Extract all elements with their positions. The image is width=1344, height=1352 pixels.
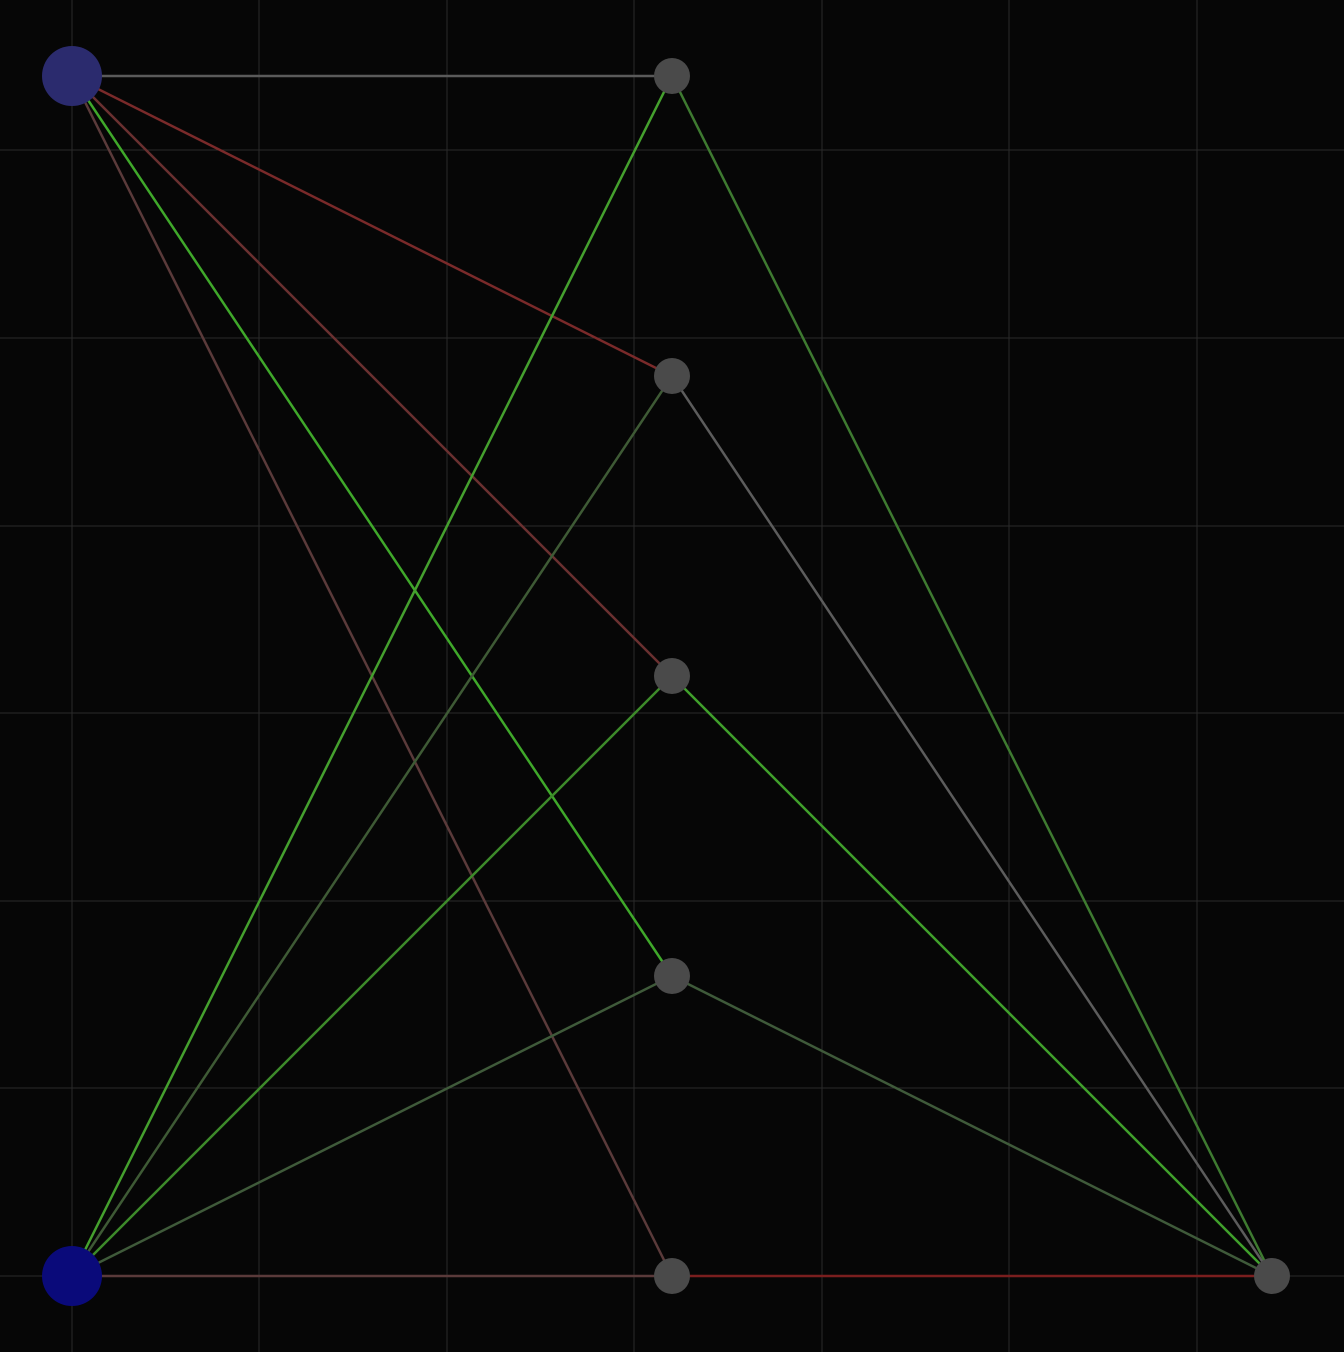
edge-h2-out1 xyxy=(670,374,1274,1278)
edge-h4-out1 xyxy=(670,974,1274,1278)
input-node-in2 xyxy=(42,1246,102,1306)
hidden-node-h2 xyxy=(654,358,690,394)
edge-h1-out1 xyxy=(670,74,1274,1278)
edge-in2-h3 xyxy=(70,674,674,1278)
hidden-node-h4 xyxy=(654,958,690,994)
edge-in1-h4 xyxy=(70,74,674,978)
output-node-out1 xyxy=(1254,1258,1290,1294)
hidden-node-h3 xyxy=(654,658,690,694)
hidden-node-h1 xyxy=(654,58,690,94)
edge-in2-h1 xyxy=(70,74,674,1278)
edge-in1-h3 xyxy=(70,74,674,678)
input-node-in1 xyxy=(42,46,102,106)
nodes xyxy=(42,46,1290,1306)
edges xyxy=(70,74,1274,1278)
hidden-node-h5 xyxy=(654,1258,690,1294)
edge-in2-h4 xyxy=(70,974,674,1278)
edge-h3-out1 xyxy=(670,674,1274,1278)
edge-in1-h2 xyxy=(70,74,674,378)
edge-in2-h2 xyxy=(70,374,674,1278)
